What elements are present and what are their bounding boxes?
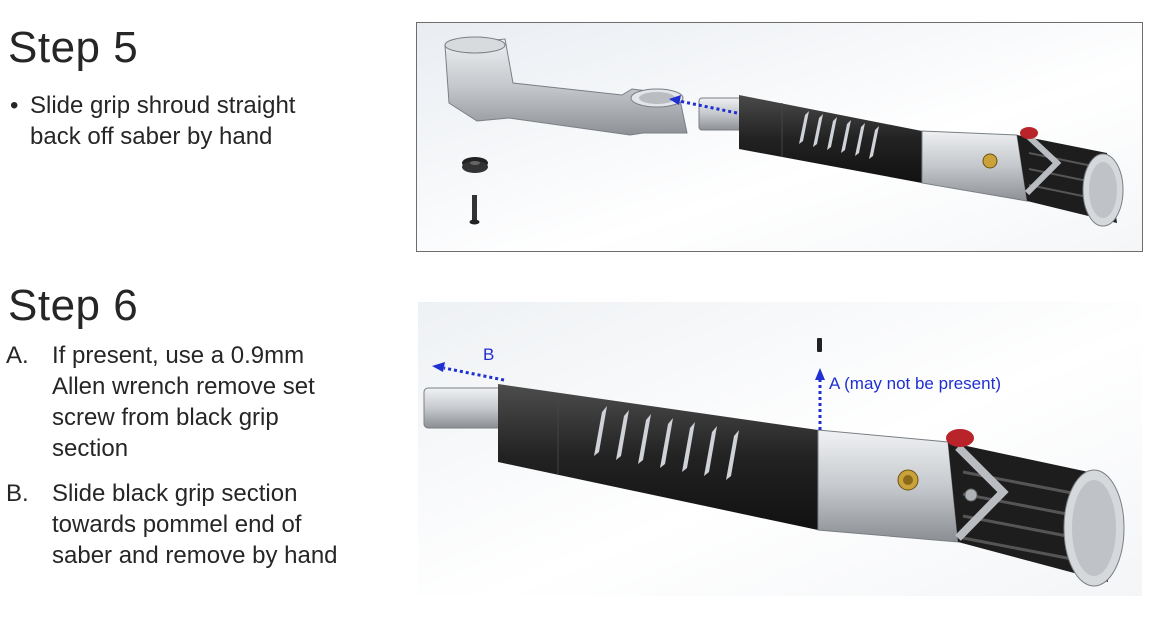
- step-6-illustration: B A (may not be present): [418, 302, 1142, 596]
- pommel-assembly: [921, 127, 1124, 227]
- step-6-item-b-marker: B.: [6, 480, 29, 507]
- step-5-figure: [416, 22, 1143, 252]
- bullet-dot: •: [10, 92, 19, 119]
- step-5-illustration: [417, 23, 1142, 251]
- label-a: A (may not be present): [829, 374, 1001, 393]
- dotted-arrow-icon: [669, 95, 738, 115]
- step-6-figure: B A (may not be present): [418, 302, 1142, 596]
- step-5-bullet-text: Slide grip shroud straight back off sabe…: [30, 92, 296, 150]
- step-5-title: Step 5: [8, 23, 139, 72]
- step-6-item-a-text: If present, use a 0.9mm Allen wrench rem…: [52, 342, 315, 462]
- step-6-title: Step 6: [8, 281, 139, 330]
- set-screw: [817, 338, 822, 352]
- dotted-arrow-icon: [815, 368, 825, 430]
- inner-tube: [423, 387, 505, 429]
- black-grip: [739, 95, 922, 183]
- step-6-item-b: B. Slide black grip section towards pomm…: [6, 478, 346, 571]
- pommel-assembly: [817, 429, 1125, 587]
- step-6-item-a-marker: A.: [6, 342, 29, 369]
- step-5-bullet: • Slide grip shroud straight back off sa…: [10, 90, 350, 152]
- step-6-item-b-text: Slide black grip section towards pommel …: [52, 480, 338, 569]
- step-6-item-a: A. If present, use a 0.9mm Allen wrench …: [6, 340, 346, 464]
- label-b: B: [483, 345, 494, 364]
- screw-part: [469, 195, 480, 225]
- o-ring-part: [462, 157, 488, 173]
- black-grip: [498, 384, 818, 530]
- grip-shroud: [444, 36, 688, 136]
- dotted-arrow-icon: [432, 362, 505, 382]
